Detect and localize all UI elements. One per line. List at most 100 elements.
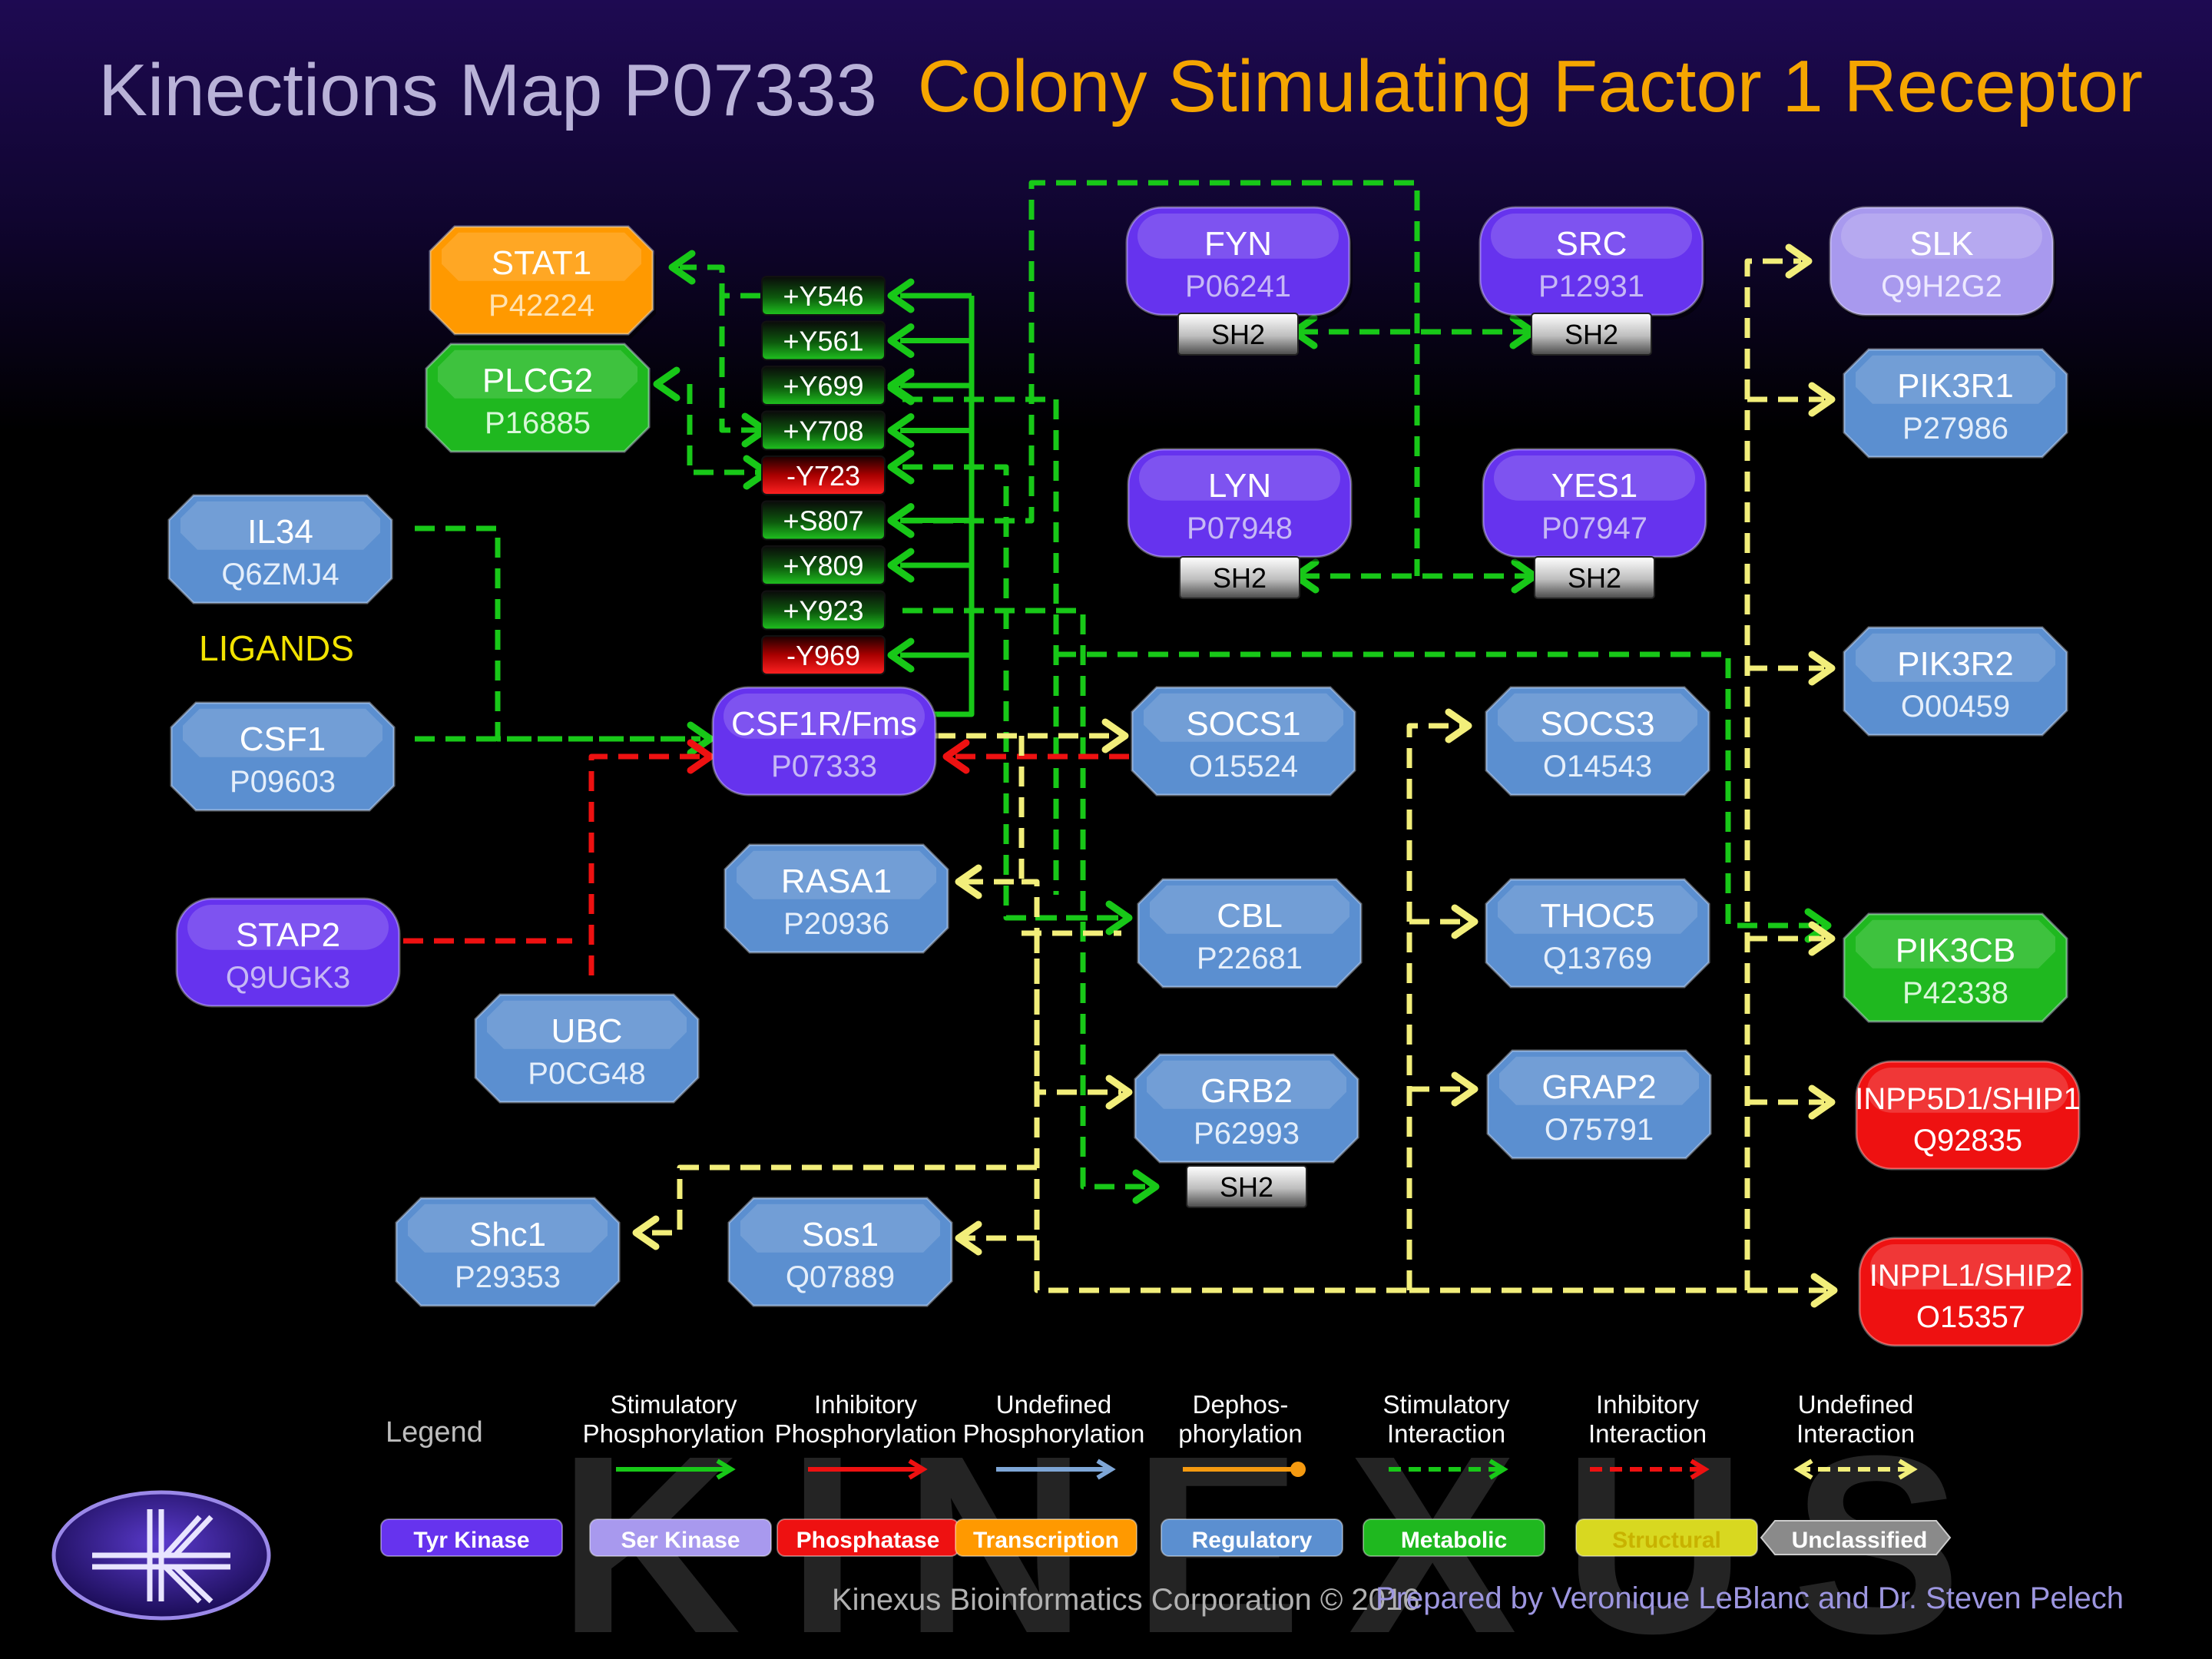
node-name: INPPL1/SHIP2 (1869, 1259, 2073, 1293)
phosphosite-y699[interactable]: +Y699 (761, 366, 886, 406)
ligands-label: LIGANDS (199, 628, 354, 668)
edge-y723-arrow (887, 449, 915, 485)
legend-type-label: Metabolic (1401, 1528, 1507, 1553)
edge-autophos-arrow-6 (887, 548, 915, 583)
phosphosite-y723[interactable]: -Y723 (761, 455, 886, 495)
edge-ship1-arrow (1808, 1084, 1836, 1120)
node-accession: Q07889 (786, 1260, 895, 1294)
edge-bus-socs3 (1406, 723, 1463, 1290)
node-accession: O75791 (1545, 1113, 1654, 1147)
node-accession: P0CG48 (528, 1057, 645, 1091)
phosphosite-s807[interactable]: +S807 (761, 500, 886, 541)
kinexus-k-icon (92, 1509, 230, 1604)
page-title: Kinections Map P07333 (98, 49, 877, 131)
sh2-domain: SH2 (1177, 313, 1299, 356)
edge-csf1r-socs1-arrow (1101, 718, 1129, 753)
legend-line1: Stimulatory (1382, 1390, 1510, 1419)
footer-credits: Prepared by Veronique LeBlanc and Dr. St… (1376, 1581, 2124, 1615)
legend-type-unclassified: Unclassified (1760, 1520, 1952, 1555)
edge-bus-right-trunk (1409, 258, 1801, 1293)
edge-ship2-arrow (1810, 1273, 1838, 1308)
node-accession: P20936 (783, 907, 889, 941)
node-accession: P42224 (488, 289, 594, 323)
node-accession: Q6ZMJ4 (221, 558, 339, 591)
kinexus-logo[interactable] (51, 1490, 271, 1621)
node-name: RASA1 (781, 863, 892, 900)
phosphosite-y546[interactable]: +Y546 (761, 276, 886, 316)
protein-nodes: STAT1P42224PLCG2P16885IL34Q6ZMJ4CSF1P096… (167, 206, 2085, 1350)
edge-socs1-csf1r-arrow (942, 739, 970, 774)
edge-sos1-arrow (955, 1220, 982, 1256)
edge-pik3r1-arrow (1808, 382, 1836, 417)
legend-line2: Interaction (1796, 1419, 1915, 1448)
sh2-domain: SH2 (1186, 1165, 1307, 1208)
node-name: SOCS3 (1540, 705, 1654, 743)
sh2-domain: SH2 (1179, 556, 1300, 599)
legend-line2: phorylation (1178, 1419, 1302, 1448)
edge-grb2-arrow (1105, 1075, 1133, 1110)
edge-plcg2-y723 (687, 384, 762, 475)
legend-line2: Phosphorylation (963, 1419, 1145, 1448)
legend-type-label: Phosphatase (796, 1528, 940, 1553)
node-name: PIK3R2 (1897, 645, 2014, 683)
node-name: SRC (1556, 225, 1628, 263)
edge-y923-grb2-arrow (1132, 1169, 1160, 1204)
node-accession: P27986 (1902, 412, 2008, 445)
legend-line1: Inhibitory (814, 1390, 917, 1419)
legend-type-label: Regulatory (1192, 1528, 1313, 1553)
phosphosite-y809[interactable]: +Y809 (761, 545, 886, 585)
node-accession: P12931 (1538, 270, 1644, 303)
legend-type-label: Unclassified (1792, 1528, 1928, 1553)
node-src[interactable]: SRC P12931 (1479, 206, 1706, 320)
edge-ubc-csf1r-arrow (687, 739, 714, 774)
node-name: STAT1 (492, 244, 591, 282)
edge-csf1r-pik3cb-arrow (1804, 908, 1832, 943)
edge-slk-arrow (1785, 243, 1813, 279)
node-name: IL34 (247, 513, 313, 551)
legend-line1: Inhibitory (1596, 1390, 1699, 1419)
legend-line2: Phosphorylation (583, 1419, 765, 1448)
phosphosite-y969[interactable]: -Y969 (761, 635, 886, 675)
legend-type-label: Transcription (973, 1528, 1119, 1553)
edge-csf1r-autophos-trunk (932, 296, 975, 717)
node-name: SLK (1909, 225, 1973, 263)
edge-pik3r2-arrow (1808, 651, 1836, 686)
phosphosite-y708[interactable]: +Y708 (761, 410, 886, 451)
node-accession: P16885 (485, 406, 591, 440)
legend-line2: Interaction (1387, 1419, 1505, 1448)
node-name: SOCS1 (1186, 705, 1300, 743)
phosphosite-y923[interactable]: +Y923 (761, 590, 886, 631)
footer-copyright: Kinexus Bioinformatics Corporation © 201… (832, 1583, 1419, 1617)
legend-line1: Stimulatory (610, 1390, 737, 1419)
phosphosite-y561[interactable]: +Y561 (761, 320, 886, 361)
legend-line2: Interaction (1588, 1419, 1707, 1448)
node-accession: Q13769 (1543, 942, 1652, 975)
